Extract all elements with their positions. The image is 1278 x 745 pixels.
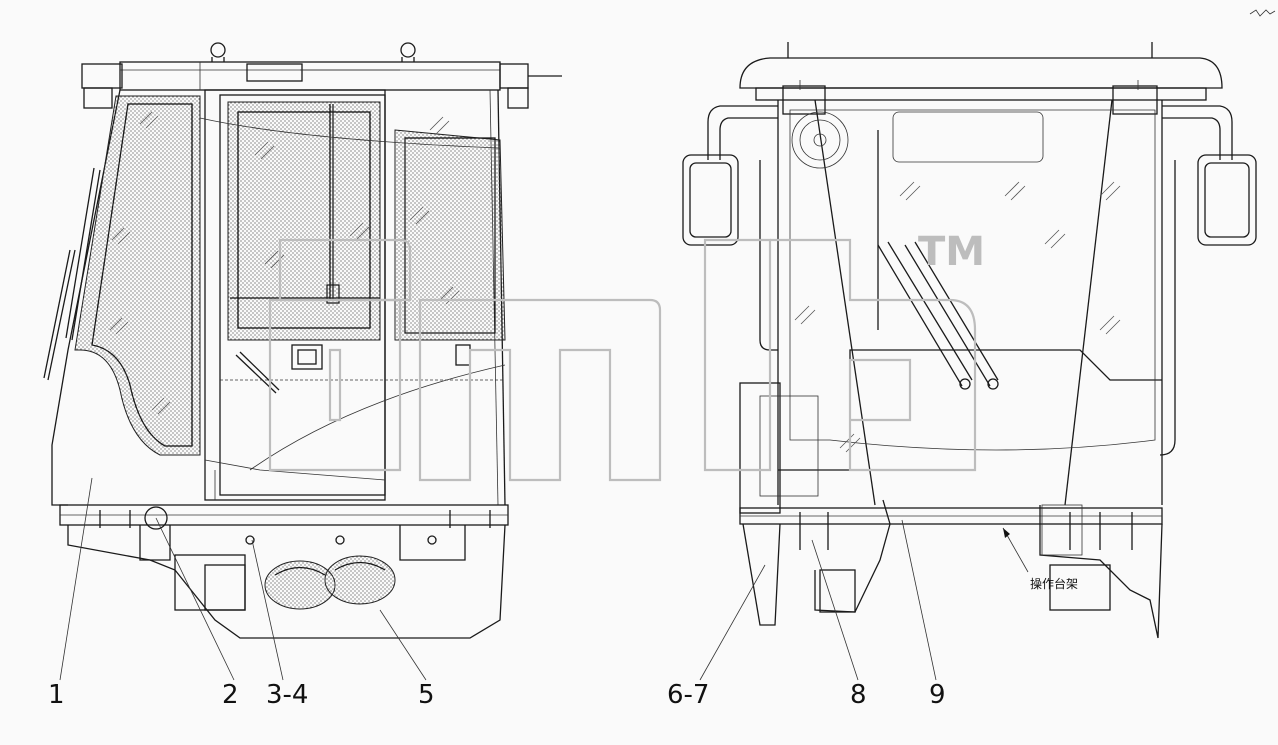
annotation-arrow (1002, 527, 1029, 573)
right-mirror (1159, 105, 1257, 456)
wiper-arm (43, 167, 101, 381)
front-window (74, 95, 201, 456)
leader-lines (59, 477, 937, 681)
watermark-trademark: TM (918, 229, 985, 275)
left-mirror (682, 105, 778, 351)
callout-1: 1 (48, 680, 65, 710)
callout-2: 2 (222, 680, 239, 710)
front-view (682, 42, 1257, 639)
callout-5: 5 (418, 680, 435, 710)
callout-9: 9 (929, 680, 946, 710)
base-frame-side (59, 504, 509, 639)
callout-6-7: 6-7 (667, 680, 709, 710)
callout-8: 8 (850, 680, 867, 710)
roof-front (739, 42, 1223, 115)
watermark-logo (268, 238, 977, 482)
windshield (789, 109, 1156, 453)
callout-3-4: 3-4 (266, 680, 308, 710)
base-frame-front (739, 499, 1163, 639)
door (204, 89, 386, 501)
console-frame-label: 操作台架 (1030, 576, 1078, 591)
front-wipers (877, 130, 999, 390)
side-view (43, 42, 562, 639)
corner-mark (1249, 9, 1276, 17)
rear-window (394, 116, 506, 366)
left-step-box (739, 382, 819, 514)
vent-grilles (264, 555, 396, 610)
